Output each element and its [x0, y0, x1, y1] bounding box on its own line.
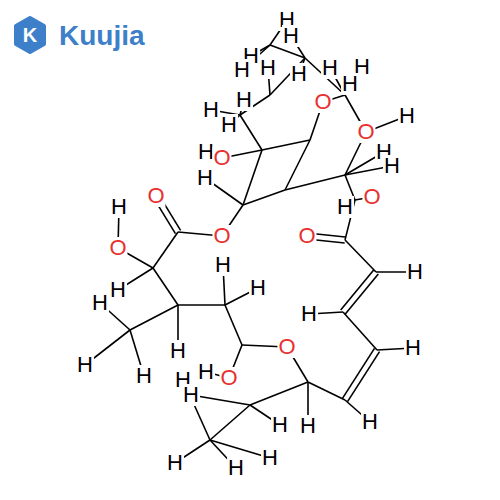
chemical-bond [348, 352, 380, 402]
atom-label: O [212, 225, 231, 247]
chemical-bond [183, 380, 210, 440]
chemical-bond [345, 274, 378, 314]
atom-label: O [356, 121, 375, 143]
chemical-bond [285, 175, 345, 190]
atom-label: O [108, 237, 127, 259]
atom-label: H [91, 292, 109, 314]
atom-label: H [406, 261, 424, 283]
chemical-bond [225, 305, 242, 345]
chemical-bond [243, 190, 285, 205]
chemical-bond [240, 115, 262, 150]
atom-label: H [182, 384, 200, 406]
atom-label: H [135, 365, 153, 387]
atom-label: H [404, 337, 422, 359]
atom-label: H [299, 415, 317, 437]
atom-label: O [146, 185, 165, 207]
atom-label: O [219, 367, 238, 389]
chemical-bond [342, 348, 374, 398]
atom-label: H [300, 303, 318, 325]
atom-label: H [227, 457, 245, 479]
atom-label: H [169, 340, 187, 362]
chemical-bond [305, 58, 345, 95]
brand-name: Kuujia [58, 22, 146, 50]
atom-label: O [277, 336, 296, 358]
atom-label: H [110, 196, 128, 218]
chemical-bond [178, 304, 225, 306]
atom-label: H [76, 354, 94, 376]
atom-label: O [297, 225, 316, 247]
atom-label: H [259, 57, 277, 79]
atom-label: H [261, 447, 279, 469]
atom-label: H [109, 279, 127, 301]
chemical-bond [153, 268, 178, 305]
atom-label: H [341, 73, 359, 95]
atom-label: H [383, 155, 401, 177]
atom-label: H [220, 114, 238, 136]
atom-label: H [166, 452, 184, 474]
atom-label: H [336, 196, 354, 218]
chemical-bond [341, 270, 374, 310]
chemical-bond [243, 150, 262, 205]
atom-label: H [197, 361, 215, 383]
atom-label: O [212, 147, 231, 169]
atom-label: H [233, 59, 251, 81]
chemical-bond [343, 312, 377, 350]
chemical-bond [285, 140, 310, 190]
chemical-bond [210, 405, 250, 440]
chemical-bond [130, 305, 178, 330]
atom-label: O [362, 186, 381, 208]
atom-label: H [290, 63, 308, 85]
logo-hexagon [16, 18, 44, 52]
atom-label: H [282, 25, 300, 47]
chemical-bond [345, 240, 376, 272]
atom-label: H [361, 411, 379, 433]
atom-label: H [196, 167, 214, 189]
chemical-bond [250, 382, 308, 405]
atom-label: H [214, 254, 232, 276]
atom-label: H [271, 414, 289, 436]
chemical-bond [308, 382, 345, 400]
chemical-bond [153, 232, 178, 268]
chemical-bond [262, 140, 310, 150]
atom-label: H [398, 105, 416, 127]
atom-label: H [321, 57, 339, 79]
logo-letter: K [22, 25, 38, 45]
atom-label: H [235, 89, 253, 111]
atom-label: H [249, 277, 267, 299]
atom-label: H [202, 99, 220, 121]
atom-label: O [313, 91, 332, 113]
